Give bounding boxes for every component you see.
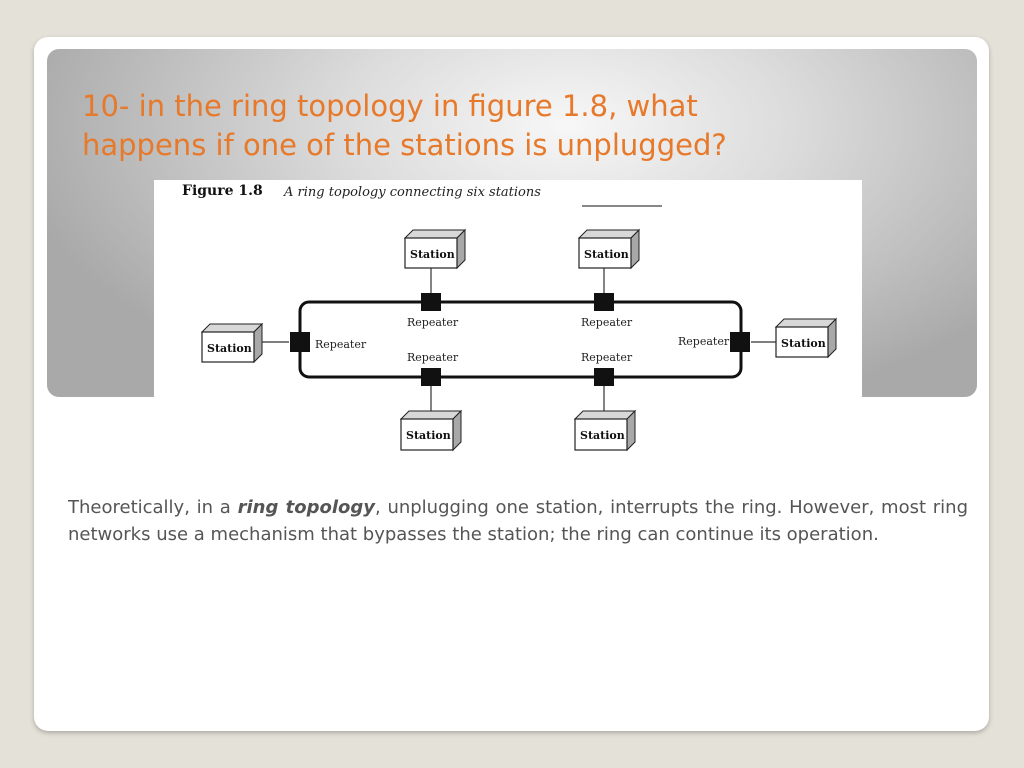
station-top-right: Station [577,228,641,270]
station-left: Station [200,322,264,364]
repeater-top-left [421,293,441,311]
slide-title-line-2: happens if one of the stations is unplug… [82,128,727,162]
station-bottom-right: Station [573,409,637,452]
answer-emphasis: ring topology [237,497,375,518]
ring-cable [298,300,743,379]
repeater-label-right: Repeater [678,335,730,348]
answer-prefix: Theoretically, in a [68,497,238,518]
station-label: Station [584,248,629,261]
slide-title: 10- in the ring topology in figure 1.8, … [82,87,882,165]
ring-topology-diagram: Figure 1.8 A ring topology connecting si… [182,183,838,452]
station-label: Station [207,342,252,355]
station-top-left: Station [403,228,467,270]
repeater-bottom-right [594,368,614,386]
repeater-left [290,332,310,352]
repeater-label-left: Repeater [315,338,367,351]
repeater-label-bottom-right: Repeater [581,351,633,364]
repeater-label-top-right: Repeater [581,316,633,329]
station-label: Station [781,337,826,350]
station-label: Station [580,429,625,442]
answer-suffix: , unplugging one station, interrupts the… [68,497,969,545]
station-right: Station [774,317,838,359]
station-bottom-left: Station [399,409,463,452]
repeater-label-bottom-left: Repeater [407,351,459,364]
figure-caption: A ring topology connecting six stations [283,185,541,200]
answer-text: Theoretically, in a ring topology, unplu… [68,494,968,548]
repeater-right [730,332,750,352]
repeater-bottom-left [421,368,441,386]
ring-topology-figure: Figure 1.8 A ring topology connecting si… [154,180,862,464]
station-label: Station [406,429,451,442]
repeater-top-right [594,293,614,311]
station-label: Station [410,248,455,261]
figure-number: Figure 1.8 [182,183,263,199]
slide-title-line-1: 10- in the ring topology in figure 1.8, … [82,89,698,123]
repeater-label-top-left: Repeater [407,316,459,329]
